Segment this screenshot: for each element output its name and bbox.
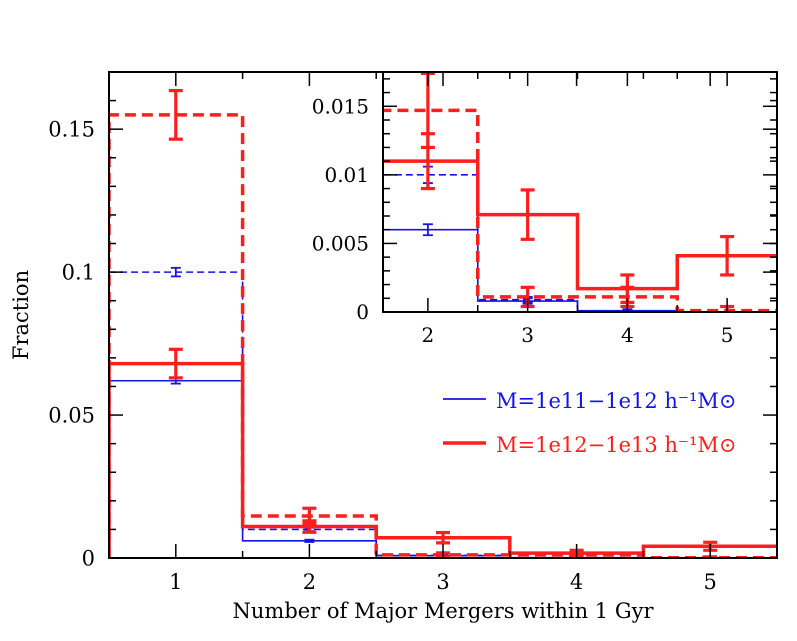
main-series-2-step-line <box>109 361 777 558</box>
inset-y-tick-label: 0 <box>356 300 369 324</box>
legend: M=1e11−1e12 h⁻¹M⊙ M=1e12−1e13 h⁻¹M⊙ <box>443 389 737 457</box>
main-x-tick-label: 1 <box>169 570 182 594</box>
inset-x-tick-label: 2 <box>422 323 435 347</box>
inset-y-tick-label: 0.01 <box>324 163 369 187</box>
inset-x-tick-label: 3 <box>521 323 534 347</box>
x-axis-title: Number of Major Mergers within 1 Gyr <box>233 599 655 623</box>
inset-plot-frame <box>382 71 778 313</box>
inset-x-tick-label: 4 <box>621 323 634 347</box>
main-y-tick-label: 0 <box>82 546 95 570</box>
main-y-tick-label: 0.05 <box>48 403 95 427</box>
main-y-tick-label: 0.15 <box>48 118 95 142</box>
legend-label-red: M=1e12−1e13 h⁻¹M⊙ <box>496 433 737 457</box>
main-x-tick-label: 3 <box>436 570 449 594</box>
inset-plot-background <box>383 72 777 312</box>
inset-series-2-step-line <box>383 159 777 291</box>
y-axis-title: Fraction <box>9 270 33 360</box>
main-x-tick-label: 2 <box>303 570 316 594</box>
main-y-tick-label: 0.1 <box>62 260 95 284</box>
main-x-tick-label: 4 <box>570 570 583 594</box>
inset-y-tick-label: 0.015 <box>312 94 369 118</box>
inset-y-tick-label: 0.005 <box>312 231 369 255</box>
inset-x-tick-label: 5 <box>721 323 734 347</box>
main-x-tick-label: 5 <box>704 570 717 594</box>
axes-layer: 0 0.05 0.1 0.15 1 2 3 4 5 0 0.005 0.01 0.015 2 3 4 5 <box>48 71 778 594</box>
legend-label-blue: M=1e11−1e12 h⁻¹M⊙ <box>496 389 737 413</box>
